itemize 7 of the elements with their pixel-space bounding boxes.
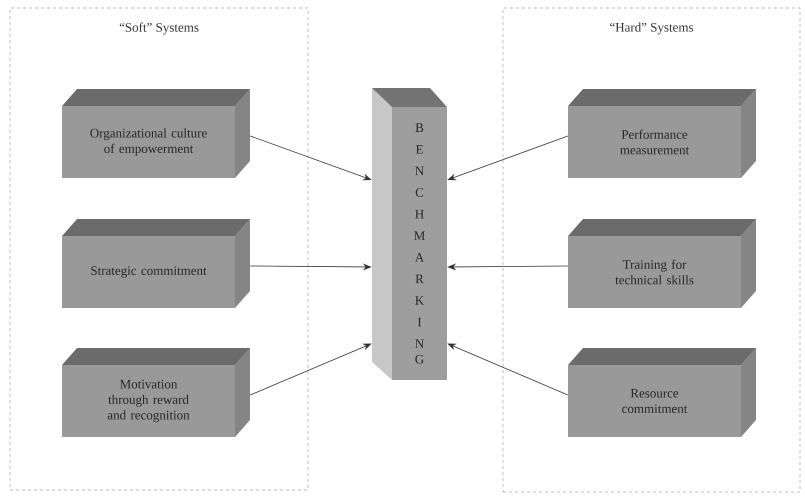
3d-box: Resource commitment bbox=[568, 348, 756, 437]
3d-box: Performance measurement bbox=[568, 89, 756, 178]
3d-box: Motivation through reward and recognition bbox=[62, 348, 250, 437]
3d-box: Strategic commitment bbox=[62, 219, 250, 308]
3d-column: BENCHMARKING bbox=[372, 88, 447, 380]
3d-box: Training for technical skills bbox=[568, 219, 756, 308]
3d-box: Organizational culture of empowerment bbox=[62, 89, 250, 178]
